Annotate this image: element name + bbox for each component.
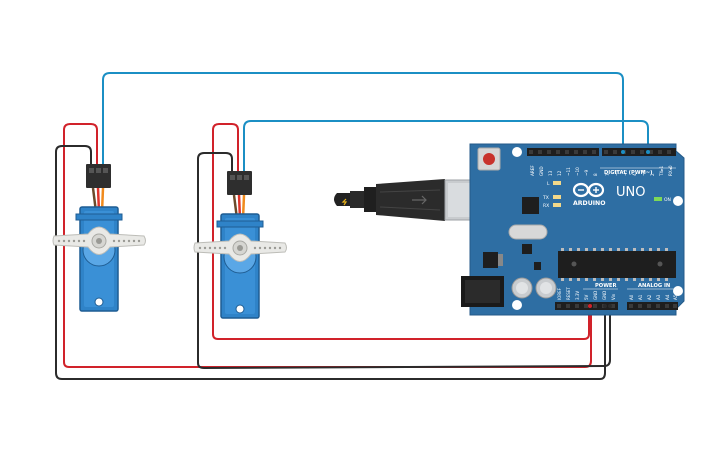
wire-endpoints [588, 150, 650, 308]
power-pin-label: IOREF [557, 287, 562, 300]
analog-pin-label: A5 [673, 294, 678, 300]
pin-label: 13 [548, 170, 553, 176]
analog-label: ANALOG IN [638, 283, 670, 289]
servo-1-connector[interactable] [86, 164, 111, 188]
digital-label: DIGITAL (PWM~) [604, 170, 652, 176]
power-pin-label: GND [593, 291, 598, 300]
led-rx-label: RX [543, 203, 549, 209]
pin-label: ~11 [566, 167, 571, 176]
analog-header[interactable] [627, 302, 678, 310]
pin-label: ~5 [623, 169, 628, 176]
pin-label: RX◂0 [668, 165, 673, 176]
pin-label: 7 [605, 173, 610, 176]
arduino-uno-board[interactable]: AREF GND 13 12 ~11 ~10 ~9 8 7 ~6 ~5 4 ~3… [461, 143, 685, 316]
ground-wire-servo-2[interactable] [197, 152, 611, 369]
pin-label: AREF [530, 165, 535, 176]
servo-2-connector[interactable] [227, 171, 252, 195]
analog-pin-label: A4 [665, 294, 670, 300]
crystal [508, 224, 548, 240]
pin-label: ~3 [641, 169, 646, 176]
on-label: ON [664, 197, 671, 203]
signal-wire-servo-2[interactable] [243, 120, 649, 173]
servo-motor-icon[interactable] [52, 164, 146, 312]
led-l [553, 181, 561, 185]
analog-pin-label: A2 [647, 294, 652, 300]
power-label: POWER [595, 283, 616, 289]
pin-label: 2 [650, 173, 655, 176]
arduino-logo-icon [572, 182, 605, 198]
pin-label: GND [539, 166, 544, 176]
board-model: UNO [616, 185, 645, 200]
power-pin-label: Vin [611, 293, 616, 300]
pin-label: ~6 [614, 169, 619, 176]
atmega-chip [558, 251, 676, 278]
arduino-logo-text: ARDUINO [573, 200, 605, 207]
voltage-regulator [483, 252, 498, 268]
pin-label: ~9 [584, 169, 589, 176]
analog-pin-label: A0 [629, 294, 634, 300]
led-l-label: L [547, 181, 550, 187]
pin-label: ~10 [575, 167, 580, 176]
power-wire-servo-2[interactable] [212, 123, 590, 340]
servo-motor-icon[interactable] [193, 171, 287, 319]
power-pin-label: 5V [584, 294, 589, 300]
led-tx-label: TX [542, 195, 549, 201]
power-pin-label: RESET [566, 287, 571, 300]
power-pin-label: GND [602, 291, 607, 300]
on-led [654, 197, 662, 201]
pin-label: 4 [632, 173, 637, 176]
analog-pin-label: A3 [656, 294, 661, 300]
usb-chip [522, 197, 539, 214]
analog-pin-label: A1 [638, 294, 643, 300]
pin-label: 12 [557, 170, 562, 176]
power-pin-label: 3.3V [575, 291, 580, 300]
signal-wire-servo-1[interactable] [102, 72, 624, 166]
pin-label: TX▸1 [659, 165, 664, 177]
ground-wire-servo-1[interactable] [55, 145, 606, 380]
pin-label: 8 [593, 173, 598, 176]
